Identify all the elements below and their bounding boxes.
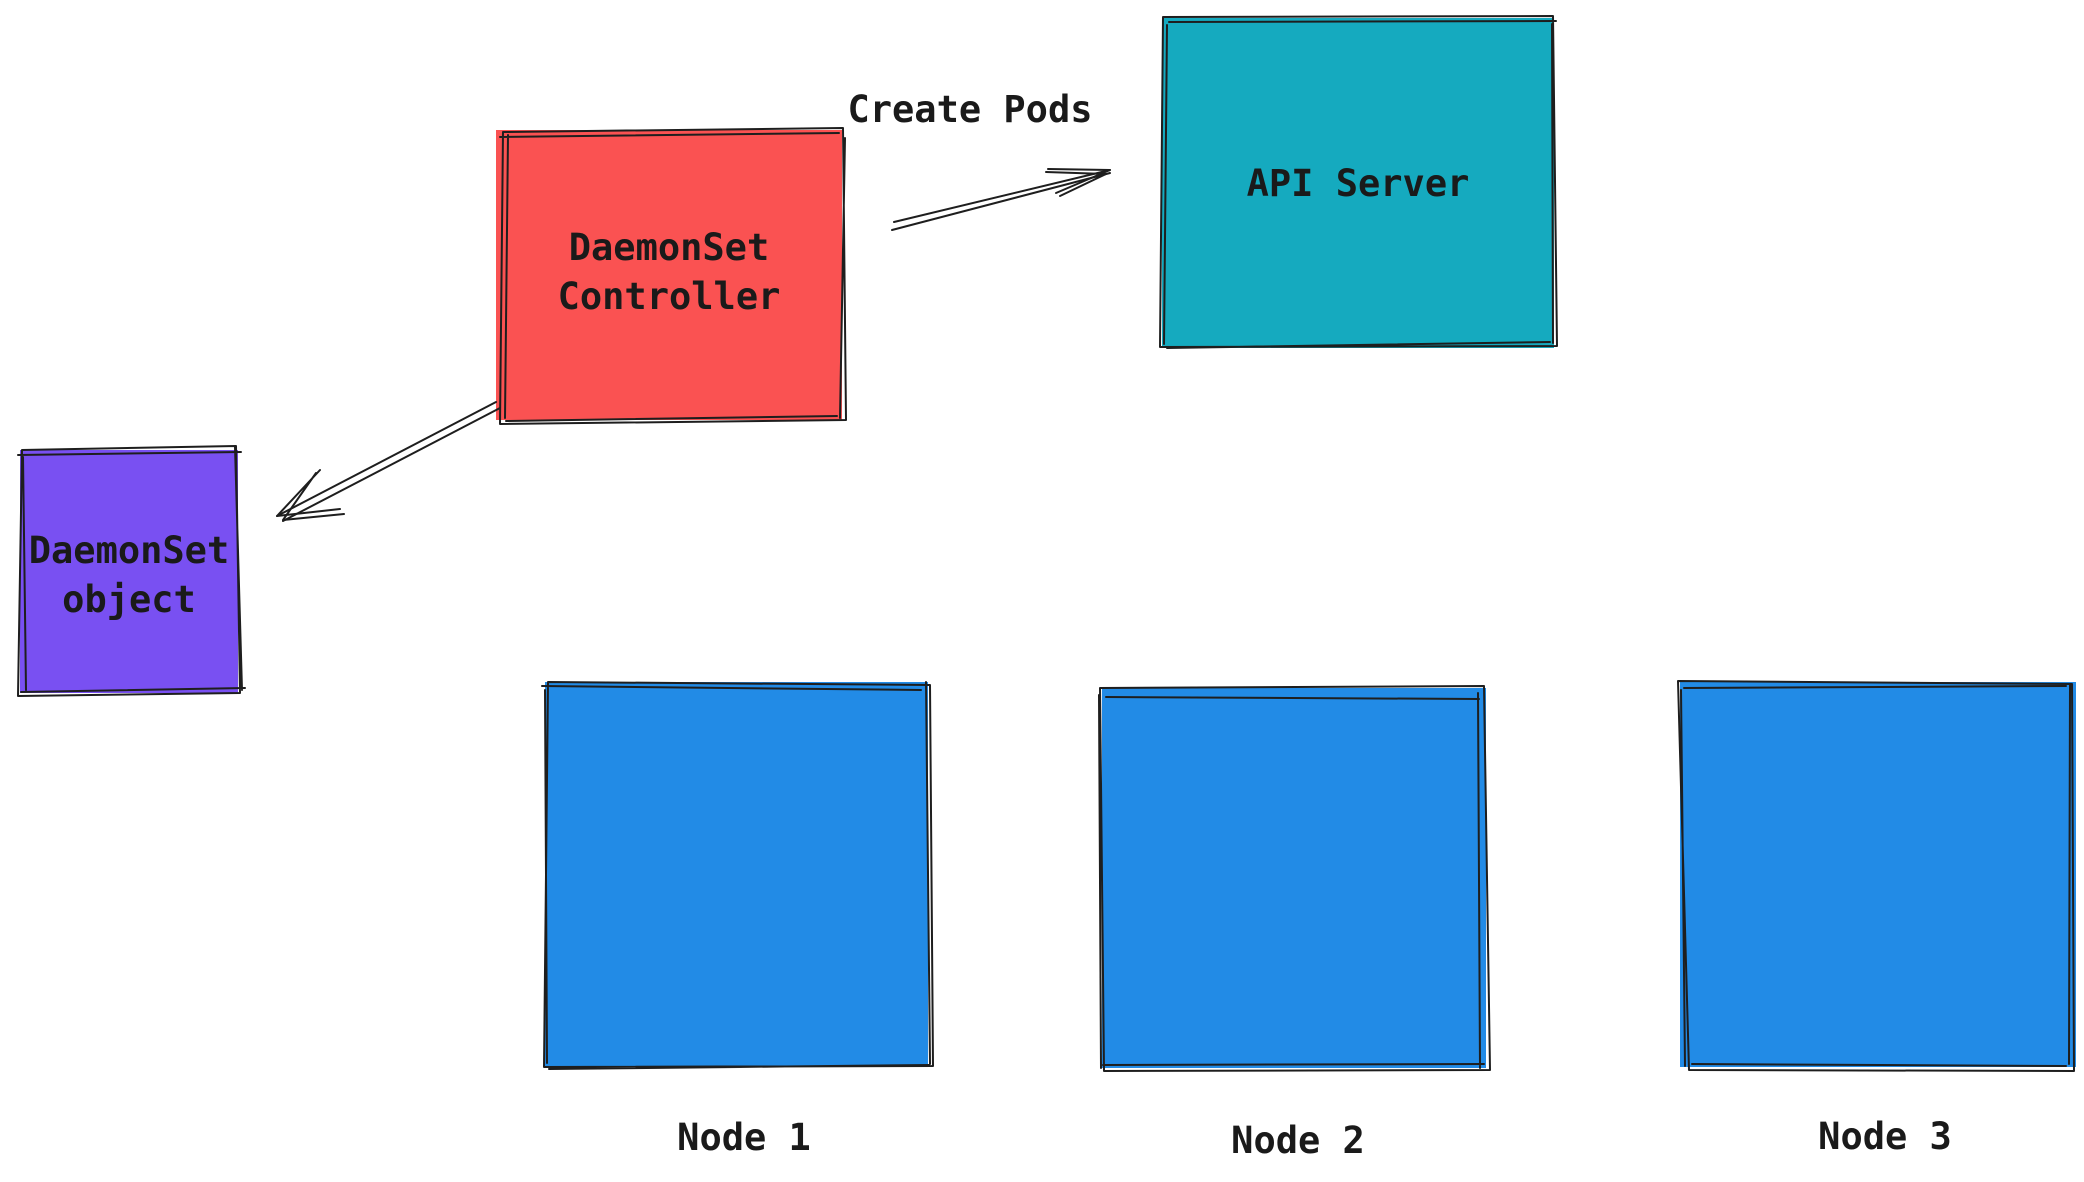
node-2-label: Node 2 bbox=[1231, 1119, 1365, 1162]
daemonset-object-label-line2: object bbox=[62, 578, 196, 621]
create-pods-arrow bbox=[891, 168, 1111, 231]
daemonset-object-box[interactable]: DaemonSet object bbox=[17, 445, 246, 697]
daemonset-object-fill bbox=[20, 450, 238, 693]
controller-to-object-arrow bbox=[276, 401, 501, 522]
api-server-fill bbox=[1162, 18, 1554, 348]
daemonset-object-label-line1: DaemonSet bbox=[29, 529, 229, 572]
daemonset-controller-label-line1: DaemonSet bbox=[569, 226, 769, 269]
create-pods-label: Create Pods bbox=[847, 88, 1092, 131]
node-3-sketch-outline bbox=[1677, 680, 2075, 1072]
controller-to-object-arrow-shaft bbox=[276, 401, 501, 522]
node-1-label: Node 1 bbox=[677, 1116, 811, 1159]
create-pods-arrow-shaft bbox=[891, 169, 1111, 231]
controller-to-object-arrowhead bbox=[276, 469, 345, 521]
daemonset-controller-fill bbox=[496, 130, 842, 420]
node-2-box[interactable] bbox=[1098, 685, 1491, 1072]
node-1-fill bbox=[545, 682, 928, 1067]
daemonset-object-sketch-outline bbox=[17, 445, 246, 697]
node-3-box[interactable] bbox=[1677, 680, 2076, 1072]
node-1-box[interactable] bbox=[541, 681, 934, 1070]
node-3-label: Node 3 bbox=[1818, 1115, 1952, 1158]
api-server-label: API Server bbox=[1247, 162, 1470, 205]
daemonset-controller-sketch-outline bbox=[499, 127, 847, 425]
create-pods-arrowhead bbox=[1045, 168, 1111, 197]
node-3-fill bbox=[1680, 682, 2076, 1067]
api-server-sketch-outline bbox=[1159, 15, 1558, 349]
node-1-sketch-outline bbox=[541, 681, 934, 1070]
daemonset-controller-box[interactable]: DaemonSet Controller bbox=[496, 127, 847, 425]
node-2-fill bbox=[1102, 688, 1486, 1068]
node-2-sketch-outline bbox=[1098, 685, 1491, 1072]
api-server-box[interactable]: API Server bbox=[1159, 15, 1558, 349]
daemonset-controller-label-line2: Controller bbox=[558, 275, 781, 318]
